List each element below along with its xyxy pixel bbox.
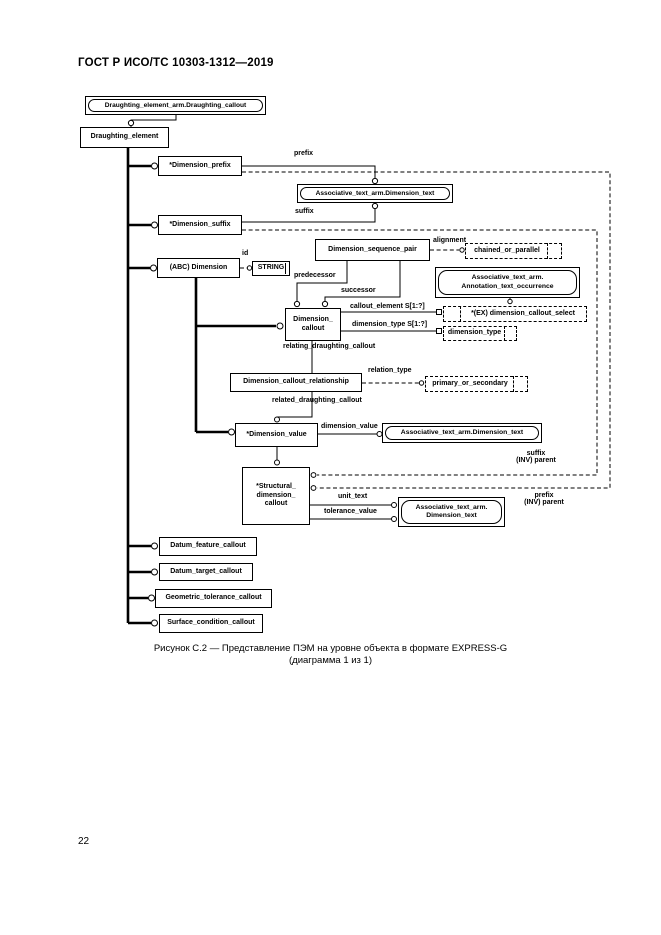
simple-type-mark [285, 263, 286, 274]
entity-dimension-suffix: *Dimension_suffix [158, 215, 242, 235]
ref-box-draughting-callout: Draughting_element_arm.Draughting_callou… [85, 96, 266, 115]
entity-datum-feature-callout: Datum_feature_callout [159, 537, 257, 556]
ref-box-annotation-text-occurrence: Associative_text_arm. Annotation_text_oc… [435, 267, 580, 298]
ref-label: Associative_text_arm.Dimension_text [315, 189, 435, 197]
figure-caption: Рисунок С.2 — Представление ПЭМ на уровн… [40, 643, 621, 667]
label-line2: (INV) parent [524, 499, 564, 506]
entity-label-line3: callout [264, 500, 288, 508]
type-string: STRING [252, 261, 290, 276]
label-line1: suffix [526, 450, 546, 457]
type-label: primary_or_secondary [432, 379, 508, 387]
attr-label-predecessor: predecessor [294, 272, 336, 279]
attr-label-relation-type: relation_type [368, 367, 412, 374]
attr-label-relating-draughting-callout: relating_draughting_callout [283, 343, 376, 350]
entity-surface-condition-callout: Surface_condition_callout [159, 614, 263, 633]
ref-box-dimension-text-bottom: Associative_text_arm. Dimension_text [398, 497, 505, 527]
entity-label-line1: Dimension_ [293, 316, 333, 324]
type-label: *(EX) dimension_callout_select [471, 309, 575, 317]
attr-label-suffix: suffix [295, 208, 314, 215]
type-chained-or-parallel: chained_or_parallel [465, 243, 562, 259]
attr-label-suffix-inv-parent: suffix (INV) parent [505, 450, 567, 464]
entity-dimension-callout: Dimension_ callout [285, 308, 341, 341]
attr-label-successor: successor [341, 287, 376, 294]
type-label: chained_or_parallel [474, 246, 540, 254]
attr-label-dimension-value: dimension_value [321, 423, 378, 430]
entity-structural-dimension-callout: *Structural_ dimension_ callout [242, 467, 310, 525]
entity-dimension-sequence-pair: Dimension_sequence_pair [315, 239, 430, 261]
label-line1: prefix [534, 492, 554, 499]
type-primary-or-secondary: primary_or_secondary [425, 376, 528, 392]
entity-geometric-tolerance-callout: Geometric_tolerance_callout [155, 589, 272, 608]
ref-label: Draughting_element_arm.Draughting_callou… [104, 101, 247, 109]
connector-ends [127, 119, 513, 627]
ref-label-line2: Dimension_text [426, 512, 477, 519]
entity-label-line1: *Structural_ [256, 483, 296, 491]
attr-label-alignment: alignment [433, 237, 467, 244]
type-divider [547, 243, 548, 259]
entity-datum-target-callout: Datum_target_callout [159, 563, 253, 581]
attr-label-dimension-type: dimension_type S[1:?] [352, 321, 428, 328]
type-label: dimension_type [447, 329, 502, 337]
type-dimension-callout-select: *(EX) dimension_callout_select [443, 306, 587, 322]
entity-draughting-element: Draughting_element [80, 127, 169, 148]
ref-label: Associative_text_arm.Dimension_text [400, 428, 524, 436]
ref-label-line2: Annotation_text_occurrence [461, 282, 554, 290]
attr-label-callout-element: callout_element S[1:?] [350, 303, 425, 310]
page-number: 22 [78, 836, 90, 847]
ref-label-line1: Associative_text_arm. [471, 274, 544, 282]
connector-lines [126, 114, 611, 625]
label-line2: (INV) parent [516, 457, 556, 464]
attr-label-id: id [242, 250, 249, 257]
ref-box-dimension-text-mid: Associative_text_arm.Dimension_text [382, 423, 542, 443]
entity-dimension-prefix: *Dimension_prefix [158, 156, 242, 176]
type-dimension-type: dimension_type [443, 326, 517, 341]
type-label: STRING [257, 264, 285, 272]
page-header: ГОСТ Р ИСО/ТС 10303-1312—2019 [78, 57, 274, 69]
caption-line1: Рисунок С.2 — Представление ПЭМ на уровн… [153, 643, 508, 654]
attr-label-unit-text: unit_text [338, 493, 368, 500]
entity-dimension-value: *Dimension_value [235, 423, 318, 447]
attr-label-prefix: prefix [294, 150, 314, 157]
attr-label-tolerance-value: tolerance_value [324, 508, 377, 515]
entity-label-line2: dimension_ [256, 491, 296, 499]
entity-dimension-callout-relationship: Dimension_callout_relationship [230, 373, 362, 392]
type-divider [513, 376, 514, 392]
type-divider [460, 306, 461, 322]
ref-label-line1: Associative_text_arm. [415, 503, 488, 511]
caption-line2: (диаграмма 1 из 1) [289, 655, 372, 666]
entity-label-line2: callout [301, 324, 325, 332]
entity-dimension: (ABC) Dimension [157, 258, 240, 278]
attr-label-related-draughting-callout: related_draughting_callout [272, 397, 362, 404]
ref-box-dimension-text-top: Associative_text_arm.Dimension_text [297, 184, 453, 203]
type-divider [504, 326, 505, 341]
attr-label-prefix-inv-parent: prefix (INV) parent [513, 492, 575, 506]
